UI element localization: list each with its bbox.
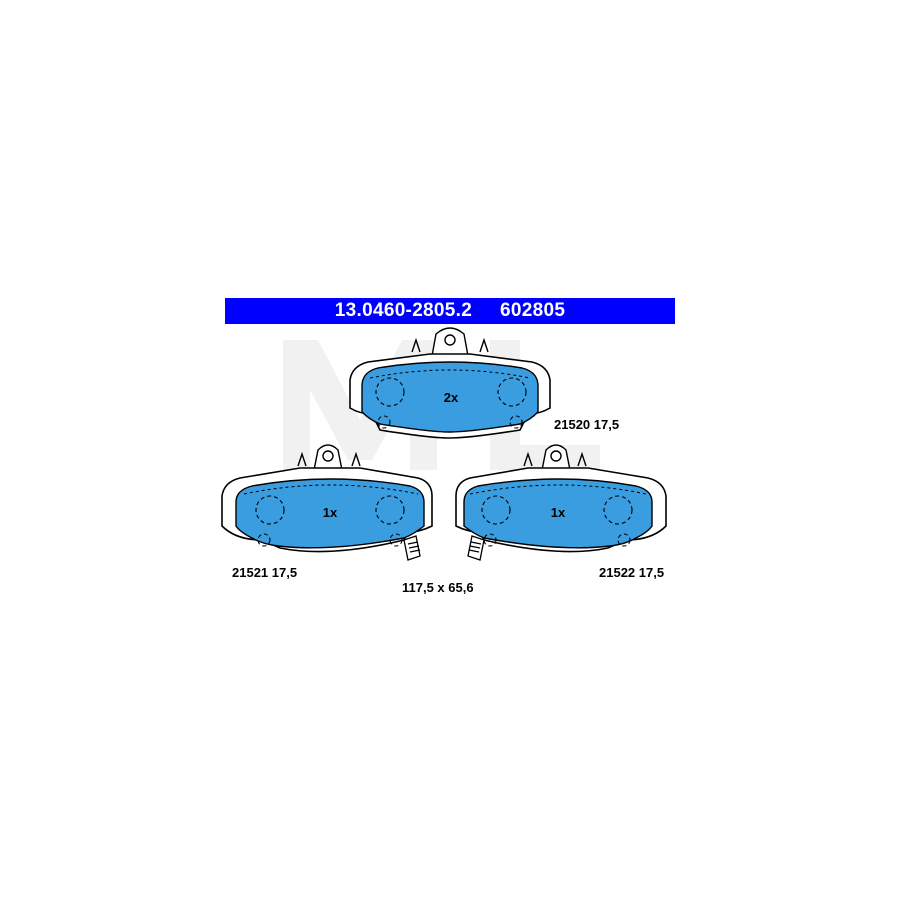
pin-circle — [377, 415, 391, 429]
pad-thickness: 17,5 — [593, 417, 620, 432]
pad-thickness: 17,5 — [271, 565, 298, 580]
reference-number: 602805 — [500, 300, 566, 321]
part-number-banner: 13.0460-2805.2 602805 — [225, 298, 675, 324]
piston-circle — [497, 377, 527, 407]
pad-quantity-left: 1x — [322, 505, 338, 520]
piston-circle — [603, 495, 633, 525]
pad-label-left: 21521 17,5 — [232, 565, 297, 580]
friction-material — [463, 478, 653, 549]
piston-circle — [255, 495, 285, 525]
brake-pad-top — [349, 327, 551, 439]
wear-clip — [523, 444, 587, 471]
pin-circle — [617, 533, 631, 547]
pad-thickness: 17,5 — [638, 565, 665, 580]
brake-pad-right — [455, 444, 667, 561]
friction-material — [361, 361, 539, 433]
part-number: 13.0460-2805.2 — [334, 300, 473, 321]
pin-circle — [257, 533, 271, 547]
piston-circle — [481, 495, 511, 525]
piston-circle — [375, 495, 405, 525]
pad-quantity-right: 1x — [550, 505, 566, 520]
pad-code: 21522 — [599, 565, 636, 580]
wear-sensor — [403, 535, 421, 561]
pad-label-top: 21520 17,5 — [554, 417, 619, 432]
wear-clip — [297, 444, 361, 471]
friction-material — [235, 478, 425, 549]
pin-circle — [509, 415, 523, 429]
pad-label-right: 21522 17,5 — [599, 565, 664, 580]
wear-sensor — [467, 535, 485, 561]
pad-dimensions: 117,5 x 65,6 — [402, 580, 474, 595]
pad-code: 21520 — [554, 417, 591, 432]
pad-code: 21521 — [232, 565, 269, 580]
brake-pad-left — [221, 444, 433, 561]
watermark-logo — [283, 340, 600, 470]
wear-clip — [411, 327, 489, 357]
pad-quantity-top: 2x — [443, 390, 459, 405]
pin-circle — [389, 533, 403, 547]
pin-circle — [483, 533, 497, 547]
piston-circle — [375, 377, 405, 407]
